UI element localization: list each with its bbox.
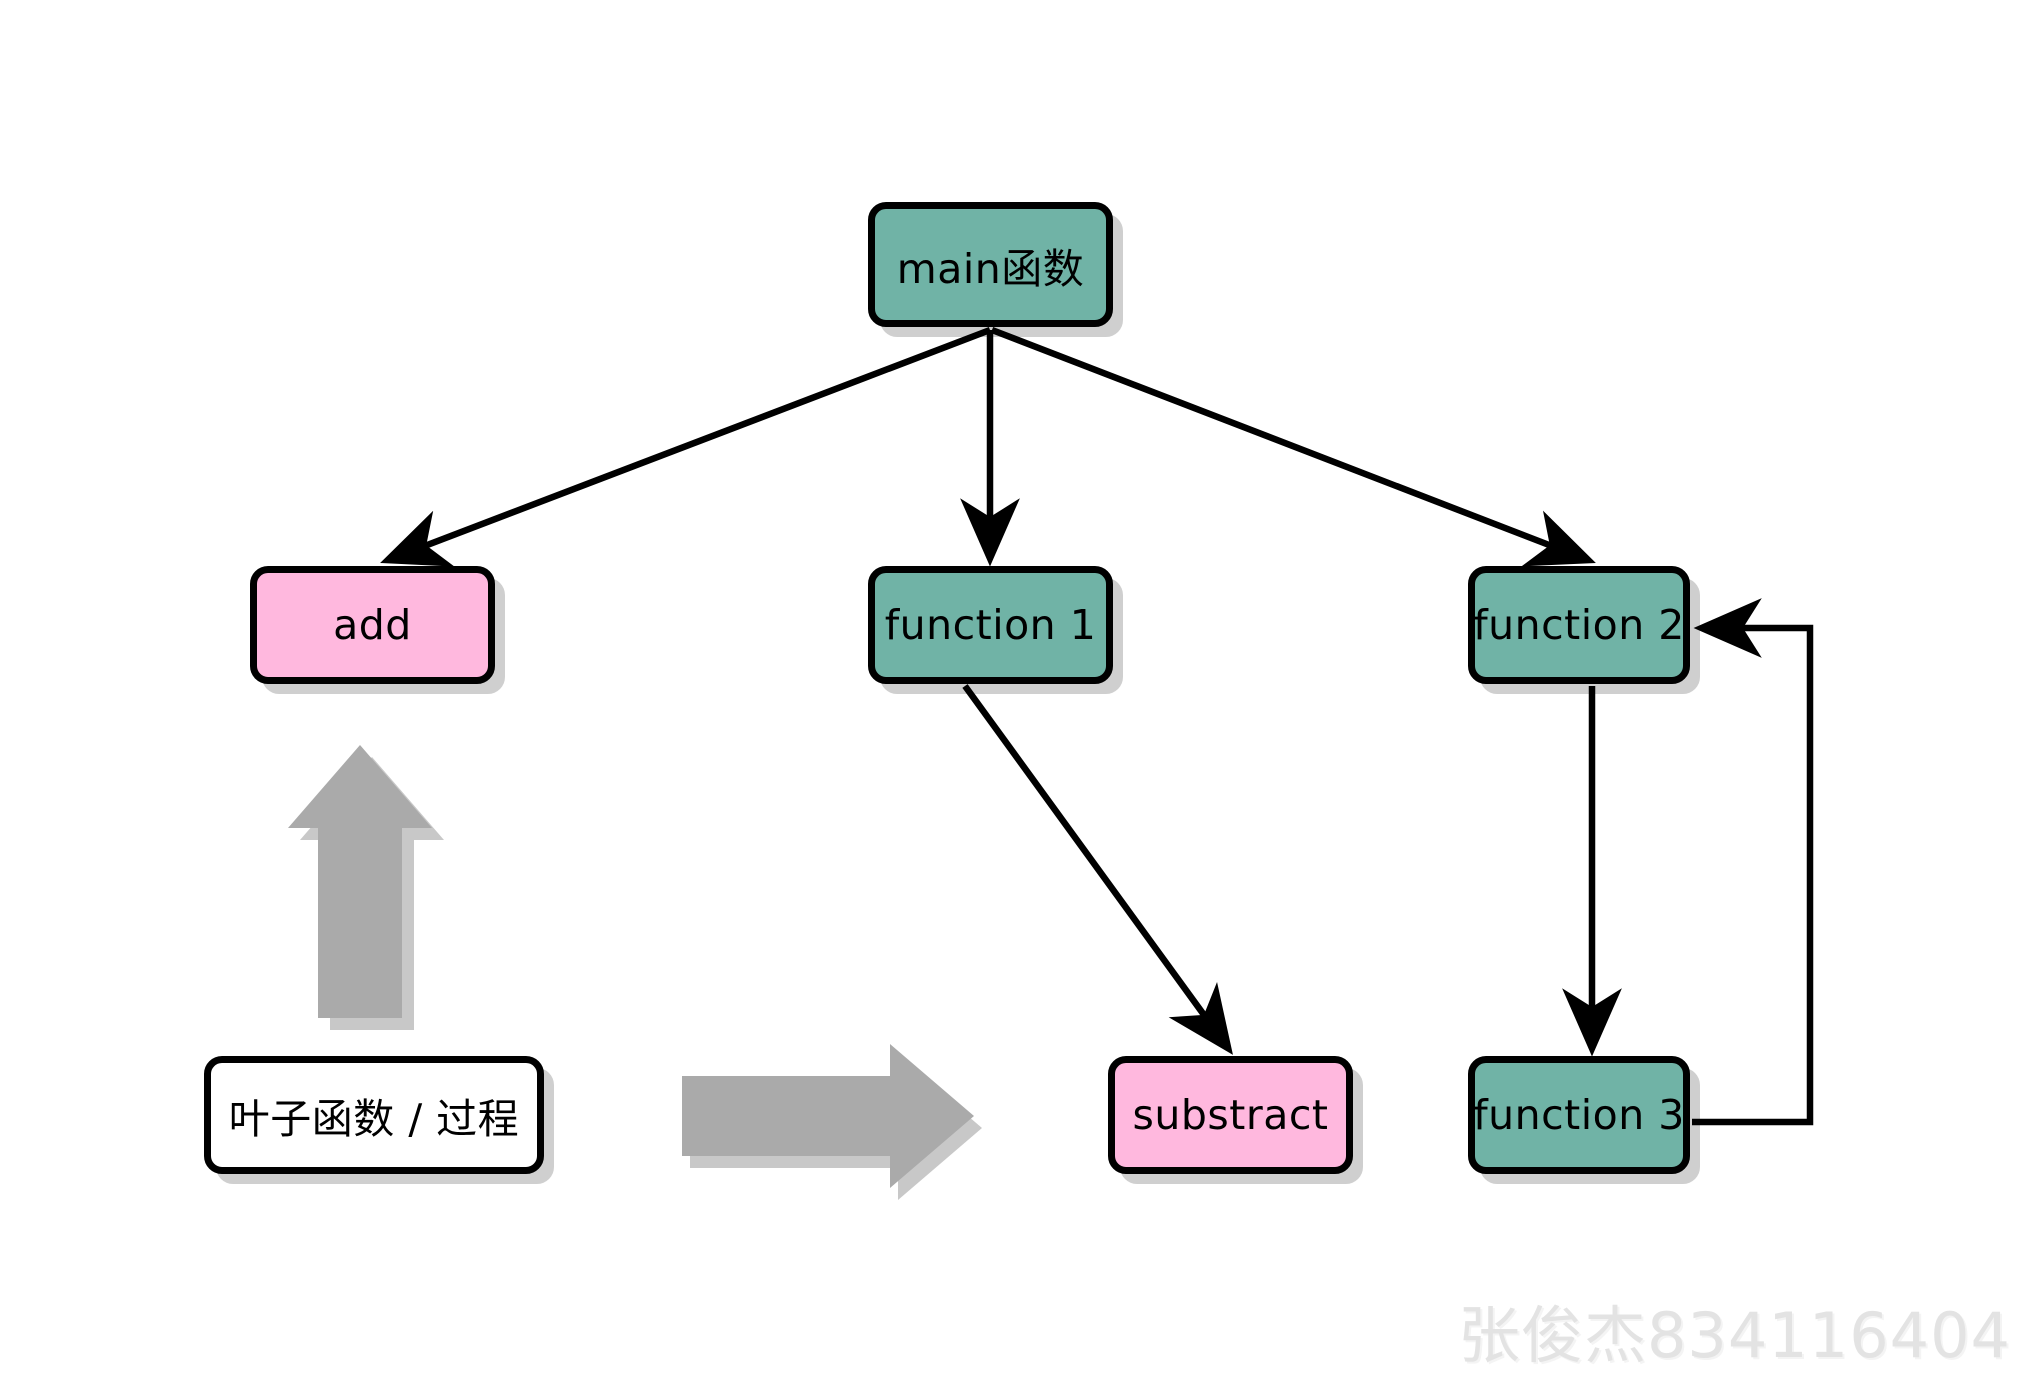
node-substract[interactable]: substract bbox=[1108, 1056, 1353, 1174]
node-legend-label: 叶子函数 / 过程 bbox=[228, 1095, 520, 1143]
edge-function1-to-substract bbox=[962, 684, 1233, 1055]
node-function3-label: function 3 bbox=[1473, 1091, 1685, 1139]
node-add-label: add bbox=[333, 601, 412, 649]
node-add[interactable]: add bbox=[250, 566, 495, 684]
watermark-text: 张俊杰834116404 bbox=[1457, 1299, 2011, 1372]
node-main-label: main函数 bbox=[896, 244, 1085, 293]
node-function1-label: function 1 bbox=[884, 601, 1097, 649]
edge-function3-to-function2-loop bbox=[1692, 598, 1814, 1126]
node-function2[interactable]: function 2 bbox=[1468, 566, 1690, 684]
node-substract-label: substract bbox=[1132, 1091, 1329, 1139]
node-function2-label: function 2 bbox=[1473, 601, 1685, 649]
block-arrow-right bbox=[682, 1044, 982, 1200]
block-arrow-up bbox=[288, 745, 444, 1030]
edge-main-to-add bbox=[380, 326, 992, 567]
node-main[interactable]: main函数 bbox=[868, 202, 1113, 327]
node-function3[interactable]: function 3 bbox=[1468, 1056, 1690, 1174]
edge-main-to-function2 bbox=[990, 326, 1596, 567]
node-function1[interactable]: function 1 bbox=[868, 566, 1113, 684]
node-legend-leaf-function[interactable]: 叶子函数 / 过程 bbox=[204, 1056, 544, 1174]
